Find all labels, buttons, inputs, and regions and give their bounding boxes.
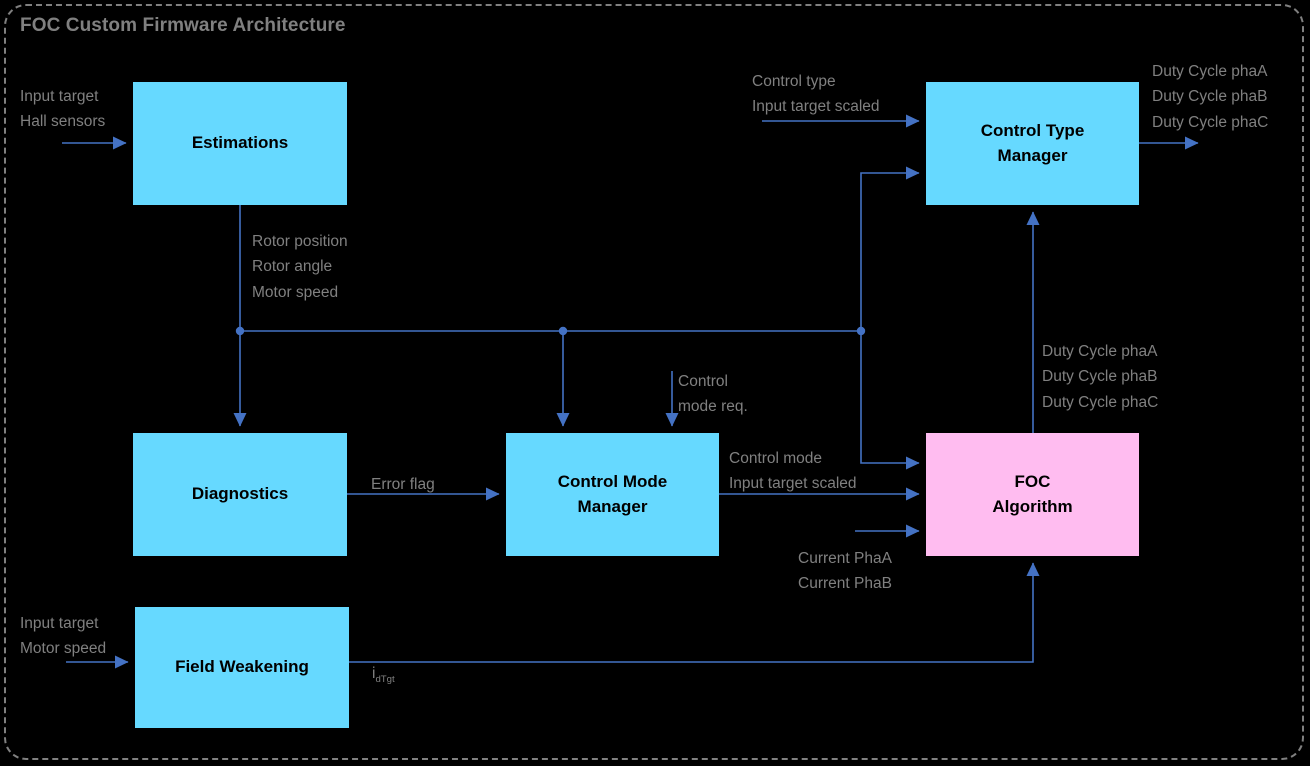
signal-label-error-flag: Error flag [371, 476, 435, 493]
block-estimations[interactable]: Estimations [133, 82, 347, 205]
signal-label-estimations-output: Rotor position Rotor angle Motor speed [252, 233, 348, 301]
block-control-mode-manager[interactable]: Control Mode Manager [506, 433, 719, 556]
signal-label-control-type-output: Duty Cycle phaA Duty Cycle phaB Duty Cyc… [1152, 63, 1269, 131]
idtgt-subscript: dTgt [375, 674, 395, 686]
wire-junction-dots [235, 326, 866, 336]
signal-label-control-mode-out: Control mode Input target scaled [729, 450, 857, 493]
signal-label-control-type-input: Control type Input target scaled [752, 73, 880, 116]
wire-bus-up-to-control-type [860, 166, 920, 331]
wire-bus-down-to-foc [860, 331, 920, 470]
block-foc-algorithm[interactable]: FOC Algorithm [926, 433, 1139, 556]
junction-dot-2 [856, 326, 866, 336]
page-title: FOC Custom Firmware Architecture [20, 15, 346, 36]
idtgt-base: i [372, 665, 376, 683]
signal-label-control-mode-req: Control mode req. [678, 373, 748, 416]
block-diagnostics[interactable]: Diagnostics [133, 433, 347, 556]
signal-label-estimations-input: Input target Hall sensors [20, 88, 106, 131]
junction-dot-0 [235, 326, 245, 336]
signal-label-foc-duty-output: Duty Cycle phaA Duty Cycle phaB Duty Cyc… [1042, 343, 1159, 411]
block-control-type-manager[interactable]: Control Type Manager [926, 82, 1139, 205]
signal-label-idtgt: idTgt [372, 636, 395, 688]
wire-idtgt-to-foc [349, 562, 1040, 663]
signal-label-field-weakening-input: Input target Motor speed [20, 615, 107, 658]
block-field-weakening[interactable]: Field Weakening [135, 607, 349, 728]
signal-label-current-phases: Current PhaA Current PhaB [798, 550, 892, 593]
junction-dot-1 [558, 326, 568, 336]
